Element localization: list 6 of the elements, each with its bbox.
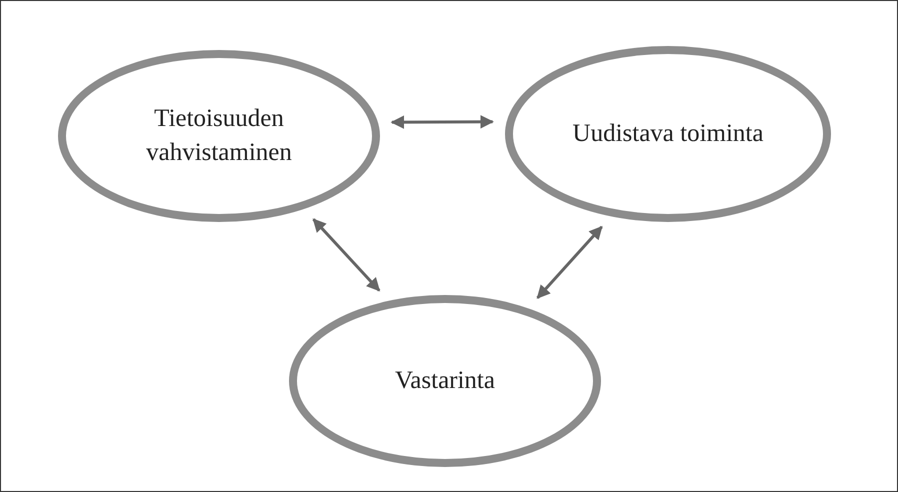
node-label: Uudistava toiminta xyxy=(572,119,764,150)
node-label: Vastarinta xyxy=(395,366,495,396)
double-arrow xyxy=(312,218,380,292)
double-arrow xyxy=(536,226,603,299)
double-arrow xyxy=(390,115,494,129)
node-label: Tietoisuuden vahvistaminen xyxy=(145,104,293,168)
